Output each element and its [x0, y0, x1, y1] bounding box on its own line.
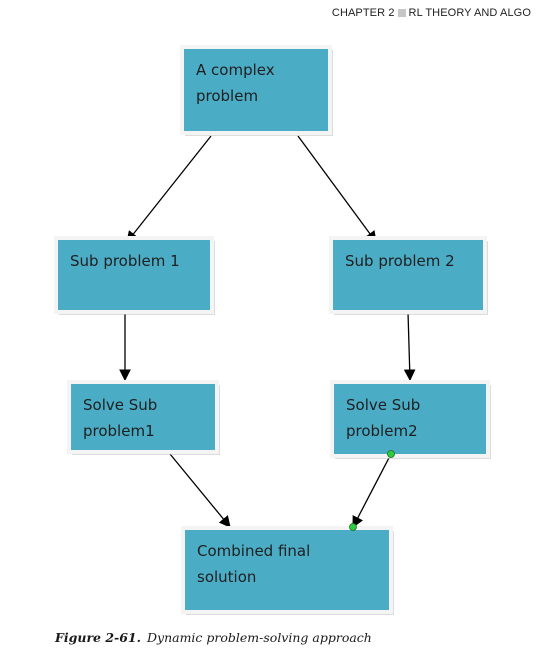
node-label-line: problem1 — [83, 422, 155, 440]
figure-caption-text: Dynamic problem-solving approach — [146, 630, 372, 645]
figure-label: Figure 2-61. — [55, 630, 141, 645]
arrow-sub-problem-2-to-solve-sub-problem-2 — [403, 311, 416, 382]
node-solve-sub-problem-1: Solve Sub problem1 — [67, 380, 220, 455]
figure-caption: Figure 2-61. Dynamic problem-solving appr… — [55, 630, 372, 645]
node-box — [333, 240, 483, 310]
connector-handle — [349, 523, 357, 531]
arrow-solve-sub-problem-1-to-combined-solution — [169, 453, 231, 528]
node-label-line: Sub problem 1 — [70, 252, 180, 270]
node-label-line: problem — [196, 87, 258, 105]
chapter-label: CHAPTER 2 — [331, 7, 395, 19]
node-label-line: Combined final — [197, 542, 310, 560]
header-separator — [397, 9, 406, 17]
node-box — [58, 240, 210, 310]
node-label-line: Sub problem 2 — [345, 252, 455, 270]
node-solve-sub-problem-2: Solve Sub problem2 — [330, 380, 491, 459]
handles-layer — [349, 450, 395, 531]
node-combined-solution: Combined final solution — [181, 526, 394, 615]
arrow-complex-problem-to-sub-problem-1 — [126, 135, 212, 243]
node-label-line: solution — [197, 568, 256, 586]
section-title: RL THEORY AND ALGO — [408, 7, 531, 19]
node-label-line: problem2 — [346, 422, 418, 440]
node-box — [184, 49, 328, 131]
arrow-solve-sub-problem-2-to-combined-solution — [352, 453, 392, 529]
page-header: CHAPTER 2 RL THEORY AND ALGO — [332, 7, 531, 19]
edges-layer — [119, 135, 416, 529]
connector-handle — [387, 450, 395, 458]
node-box — [334, 384, 486, 454]
node-complex-problem: A complex problem — [180, 45, 333, 136]
node-box — [185, 530, 389, 610]
node-label-line: Solve Sub — [83, 396, 157, 414]
node-label-line: Solve Sub — [346, 396, 420, 414]
node-box — [71, 384, 215, 450]
node-sub-problem-2: Sub problem 2 — [329, 236, 488, 315]
arrow-complex-problem-to-sub-problem-2 — [297, 135, 377, 243]
node-sub-problem-1: Sub problem 1 — [54, 236, 215, 315]
node-label-line: A complex — [196, 61, 275, 79]
